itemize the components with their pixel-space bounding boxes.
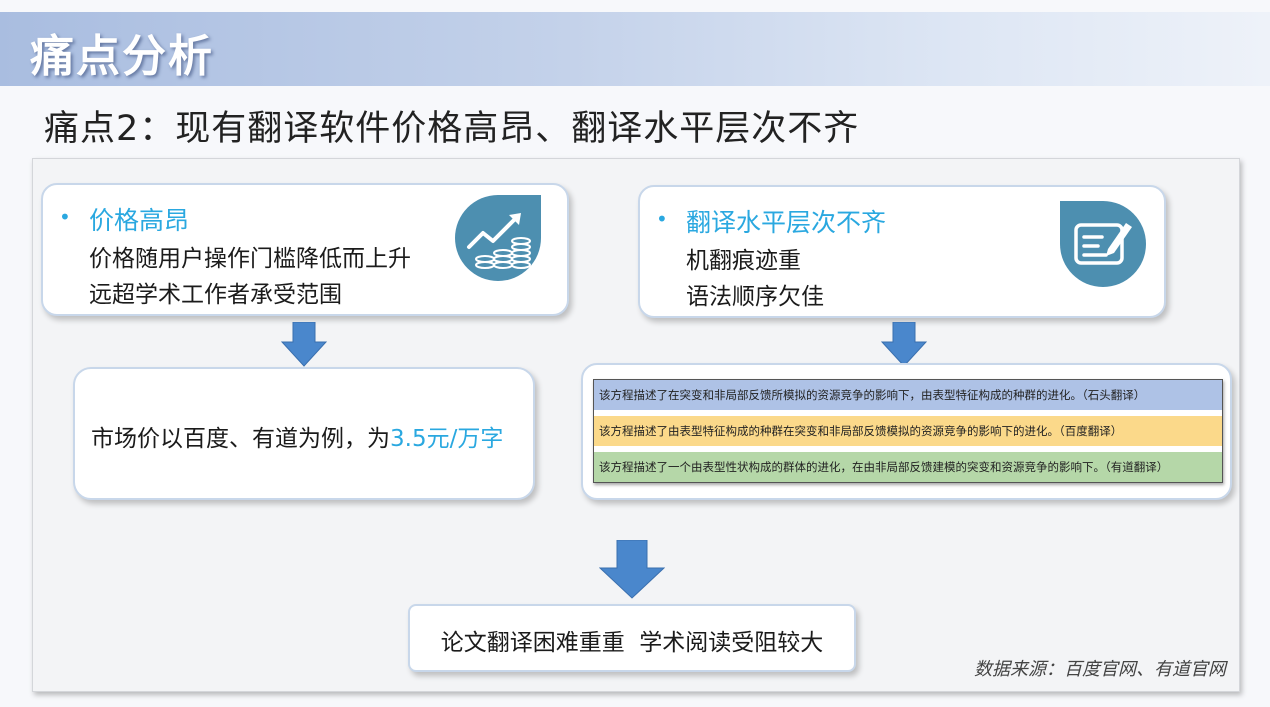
arrow-down-icon	[280, 321, 328, 372]
price-card: • 价格高昂 价格随用户操作门槛降低而上升 远超学术工作者承受范围	[41, 183, 569, 316]
market-price-prefix: 市场价以百度、有道为例，为	[91, 426, 390, 452]
arrow-down-icon	[880, 321, 928, 372]
quality-card-line-1: 机翻痕迹重	[686, 248, 801, 274]
edit-document-icon	[1060, 201, 1146, 287]
translation-row-youdao: 该方程描述了一个由表型性状构成的群体的进化，在由非局部反馈建模的突变和资源竞争的…	[594, 452, 1222, 482]
data-source-note: 数据来源：百度官网、有道官网	[974, 659, 1226, 680]
slide-subtitle: 痛点2：现有翻译软件价格高昂、翻译水平层次不齐	[44, 109, 860, 149]
market-price-box: 市场价以百度、有道为例，为3.5元/万字	[73, 367, 535, 500]
conclusion-text: 论文翻译困难重重 学术阅读受阻较大	[440, 630, 824, 656]
market-price-value: 3.5元/万字	[390, 426, 504, 452]
bullet-icon: •	[656, 207, 668, 231]
bullet-icon: •	[59, 205, 71, 229]
quality-card-line-2: 语法顺序欠佳	[686, 284, 824, 310]
header-band	[0, 12, 1270, 86]
page-title: 痛点分析	[30, 31, 214, 82]
conclusion-box: 论文翻译困难重重 学术阅读受阻较大	[408, 604, 856, 672]
price-card-line-1: 价格随用户操作门槛降低而上升	[89, 246, 411, 272]
quality-card-title: 翻译水平层次不齐	[686, 208, 887, 237]
chart-growth-coins-icon	[455, 195, 541, 281]
quality-card: • 翻译水平层次不齐 机翻痕迹重 语法顺序欠佳	[638, 185, 1166, 318]
translation-comparison-box: 该方程描述了在突变和非局部反馈所模拟的资源竞争的影响下，由表型特征构成的种群的进…	[581, 363, 1232, 500]
price-card-title: 价格高昂	[89, 206, 190, 235]
translation-table: 该方程描述了在突变和非局部反馈所模拟的资源竞争的影响下，由表型特征构成的种群的进…	[593, 379, 1223, 483]
translation-row-baidu: 该方程描述了由表型特征构成的种群在突变和非局部反馈模拟的资源竞争的影响下的进化。…	[594, 416, 1222, 446]
market-price-text: 市场价以百度、有道为例，为3.5元/万字	[91, 419, 503, 453]
translation-row-stone: 该方程描述了在突变和非局部反馈所模拟的资源竞争的影响下，由表型特征构成的种群的进…	[594, 380, 1222, 410]
price-card-line-2: 远超学术工作者承受范围	[89, 282, 342, 308]
arrow-down-icon	[598, 539, 666, 604]
